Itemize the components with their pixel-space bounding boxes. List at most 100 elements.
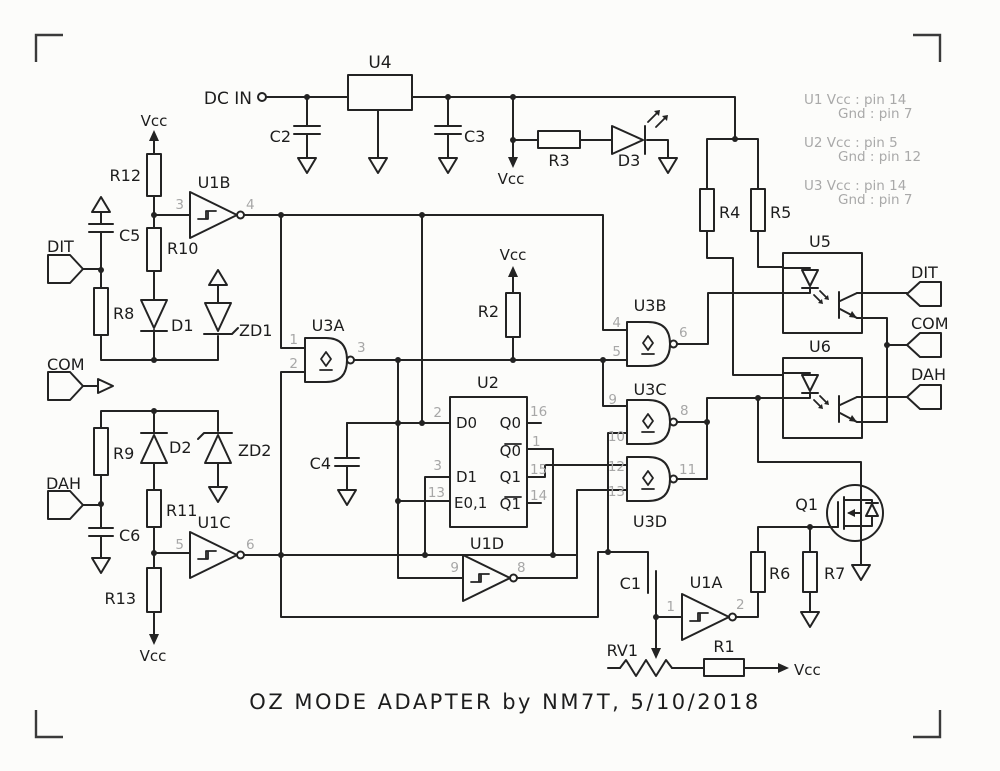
ground-symbols xyxy=(91,157,871,628)
u3b-label: U3B xyxy=(634,296,667,315)
dah-left-connector xyxy=(47,490,84,520)
u2-pin-d0: 2 xyxy=(433,405,442,421)
r3-resistor xyxy=(537,130,581,149)
u2-pin-qbar1: 14 xyxy=(530,488,547,504)
u1c-inverter xyxy=(189,531,245,579)
vcc-label-r1: Vcc xyxy=(794,661,821,679)
d3-led xyxy=(611,110,668,155)
r2-resistor xyxy=(505,292,521,338)
u3a-pin1: 1 xyxy=(289,332,298,348)
c2-label: C2 xyxy=(270,127,291,146)
dit-left-connector xyxy=(47,254,84,284)
junction-dots xyxy=(98,94,890,620)
r8-label: R8 xyxy=(113,304,134,323)
d1-label: D1 xyxy=(171,316,194,335)
d3-label: D3 xyxy=(618,151,641,170)
u3c-pin10: 10 xyxy=(608,429,625,445)
r11-label: R11 xyxy=(166,501,197,520)
r6-label: R6 xyxy=(769,564,790,583)
dit-right-connector xyxy=(906,281,942,307)
u1c-pin-in: 5 xyxy=(175,537,184,553)
u4-regulator xyxy=(347,74,413,111)
zd1-label: ZD1 xyxy=(239,321,272,340)
q1-label: Q1 xyxy=(795,495,818,514)
u3d-pin12: 12 xyxy=(608,459,625,475)
vcc-label-top: Vcc xyxy=(498,170,525,188)
u1d-inverter xyxy=(462,554,518,602)
note-u3-vcc: U3 Vcc : pin 14 xyxy=(804,178,906,194)
u3b-pin4: 4 xyxy=(612,315,621,331)
r3-label: R3 xyxy=(548,151,569,170)
u1b-pin-in: 3 xyxy=(175,197,184,213)
d2-label: D2 xyxy=(169,438,192,457)
com-right-label: COM xyxy=(911,314,949,333)
rv1-potentiometer xyxy=(619,648,673,677)
u2-port-qbar0: Q0 xyxy=(500,442,521,460)
c4-capacitor xyxy=(334,457,360,467)
u2-port-d0: D0 xyxy=(456,414,477,432)
u3a-nand-gate xyxy=(304,337,355,383)
u2-pin-q1: 15 xyxy=(530,462,547,478)
rv1-label: RV1 xyxy=(607,641,638,660)
dc-in-label: DC IN xyxy=(204,89,252,109)
u2-pin-qbar0: 1 xyxy=(532,434,541,450)
c1-capacitor xyxy=(647,570,657,594)
u6-optocoupler xyxy=(782,357,863,439)
r2-label: R2 xyxy=(478,302,499,321)
u3c-label: U3C xyxy=(633,380,666,399)
r11-resistor xyxy=(146,489,162,528)
u3d-label: U3D xyxy=(633,512,667,531)
r4-resistor xyxy=(699,188,715,232)
u1b-label: U1B xyxy=(198,173,231,192)
d1-diode xyxy=(140,299,168,332)
u2-label: U2 xyxy=(477,373,499,392)
u2-pin-e01: 13 xyxy=(428,485,445,501)
u3c-pin8: 8 xyxy=(680,403,689,419)
u2-latch xyxy=(449,396,542,528)
r5-label: R5 xyxy=(770,203,791,222)
r12-label: R12 xyxy=(110,166,141,185)
u1a-pin-out: 2 xyxy=(736,597,745,613)
u2-port-q1: Q1 xyxy=(500,468,521,486)
u2-port-e01: E0,1 xyxy=(454,494,487,512)
u1a-pin-in: 1 xyxy=(666,599,675,615)
u5-label: U5 xyxy=(809,232,831,251)
c3-label: C3 xyxy=(464,127,485,146)
u1b-inverter xyxy=(189,191,245,239)
u3b-pin6: 6 xyxy=(679,325,688,341)
note-u1-gnd: Gnd : pin 7 xyxy=(838,106,912,122)
u3b-pin5: 5 xyxy=(612,344,621,360)
d2-diode xyxy=(140,432,168,464)
u5-optocoupler xyxy=(782,252,863,334)
u2-port-qbar1: Q1 xyxy=(500,495,521,513)
u2-pin-d1: 3 xyxy=(433,458,442,474)
r9-label: R9 xyxy=(113,444,134,463)
c1-label: C1 xyxy=(620,574,641,593)
com-right-connector xyxy=(906,332,942,358)
u1c-pin-out: 6 xyxy=(246,537,255,553)
schematic-title: OZ MODE ADAPTER by NM7T, 5/10/2018 xyxy=(249,690,760,714)
dit-right-label: DIT xyxy=(911,263,938,282)
u1b-pin-out: 4 xyxy=(246,197,255,213)
u1d-pin-out: 8 xyxy=(517,560,526,576)
u2-port-d1: D1 xyxy=(456,468,477,486)
c3-capacitor xyxy=(434,125,462,135)
u3a-pin3: 3 xyxy=(357,340,366,356)
u1d-label: U1D xyxy=(470,534,504,553)
r7-resistor xyxy=(802,551,818,593)
u6-label: U6 xyxy=(809,337,831,356)
note-u1-vcc: U1 Vcc : pin 14 xyxy=(804,92,906,108)
u3a-label: U3A xyxy=(312,316,345,335)
text-layer: DC IN U4 C2 C3 Vcc R3 D3 Vcc R12 U1B 3 4… xyxy=(46,53,949,714)
vcc-label-r13: Vcc xyxy=(140,647,167,665)
vcc-label-r2: Vcc xyxy=(500,246,527,264)
vcc-arrows xyxy=(149,130,789,673)
u3b-nand-gate xyxy=(626,321,678,367)
u3d-pin13: 13 xyxy=(608,484,625,500)
com-left-connector xyxy=(47,371,114,401)
r13-resistor xyxy=(146,567,162,613)
vcc-label-r12: Vcc xyxy=(141,112,168,130)
u1a-label: U1A xyxy=(690,573,723,592)
